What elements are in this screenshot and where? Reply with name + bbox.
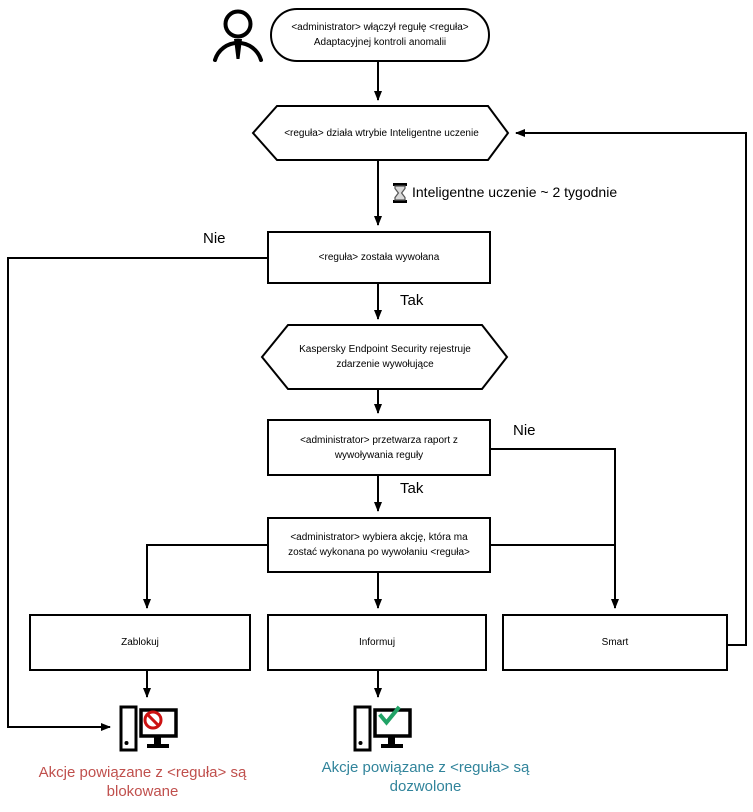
caption-allowed-line1: Akcje powiązane z <reguła> są xyxy=(321,759,530,776)
smart-mode-hexagon xyxy=(251,105,510,161)
edge-smart-loop xyxy=(515,129,747,646)
allowed-computer-icon xyxy=(353,705,412,752)
edge-label-tak-report: Tak xyxy=(400,480,424,497)
kes-registers-hexagon xyxy=(260,324,509,390)
node-admin-chooses: <administrator> wybiera akcję, która ma … xyxy=(267,517,491,573)
node-admin-report-line2: wywoływania reguły xyxy=(334,449,424,461)
node-admin-chooses-line2: zostać wykonana po wywołaniu <reguła> xyxy=(288,547,470,558)
node-kes-registers: Kaspersky Endpoint Security rejestruje z… xyxy=(267,325,503,389)
node-rule-triggered-label: <reguła> została wywołana xyxy=(318,252,440,263)
node-action-smart: Smart xyxy=(502,614,728,671)
node-admin-report: <administrator> przetwarza raport z wywo… xyxy=(267,419,491,476)
caption-allowed-line2: dozwolone xyxy=(389,777,462,795)
caption-allowed: Akcje powiązane z <reguła> są dozwolone xyxy=(293,759,558,797)
edge-no-left-loop xyxy=(7,257,267,731)
checkmark-icon xyxy=(378,705,401,726)
node-start-line1: <administrator> włączył regułę <reguła> xyxy=(291,22,469,33)
caption-blocked-line1: Akcje powiązane z <reguła> są xyxy=(38,764,247,781)
edge-label-tak-rule: Tak xyxy=(400,292,424,309)
node-action-inform-label: Informuj xyxy=(358,637,396,648)
prohibition-icon xyxy=(143,710,163,730)
node-action-inform: Informuj xyxy=(267,614,487,671)
node-action-smart-label: Smart xyxy=(601,637,629,648)
caption-blocked-line2: blokowane xyxy=(106,782,179,800)
node-smart-mode: <reguła> działa wtrybie Inteligentne ucz… xyxy=(255,106,508,160)
node-start: <administrator> włączył regułę <reguła> … xyxy=(270,8,490,62)
learning-time-label: Inteligentne uczenie ~ 2 tygodnie xyxy=(412,184,618,200)
edge-label-nie-right: Nie xyxy=(513,422,536,439)
person-icon xyxy=(213,9,263,62)
node-action-block: Zablokuj xyxy=(29,614,251,671)
node-action-block-label: Zablokuj xyxy=(121,637,159,648)
edge-label-nie-left: Nie xyxy=(203,230,226,247)
caption-blocked: Akcje powiązane z <reguła> są blokowane xyxy=(10,764,275,802)
node-admin-report-line1: <administrator> przetwarza raport z xyxy=(300,434,458,446)
blocked-computer-icon xyxy=(119,705,178,752)
node-start-line2: Adaptacyjnej kontroli anomalii xyxy=(313,37,447,48)
hourglass-icon xyxy=(393,183,407,203)
node-admin-chooses-line1: <administrator> wybiera akcję, która ma xyxy=(290,532,468,543)
node-kes-registers-line1: Kaspersky Endpoint Security rejestruje xyxy=(299,344,471,355)
node-kes-registers-line2: zdarzenie wywołujące xyxy=(336,359,434,370)
edge-no-right xyxy=(491,448,619,609)
node-smart-mode-label: <reguła> działa wtrybie Inteligentne ucz… xyxy=(284,127,479,139)
flow-arrows xyxy=(143,62,382,698)
node-rule-triggered: <reguła> została wywołana xyxy=(267,231,491,284)
edge-choose-to-block xyxy=(143,544,267,609)
